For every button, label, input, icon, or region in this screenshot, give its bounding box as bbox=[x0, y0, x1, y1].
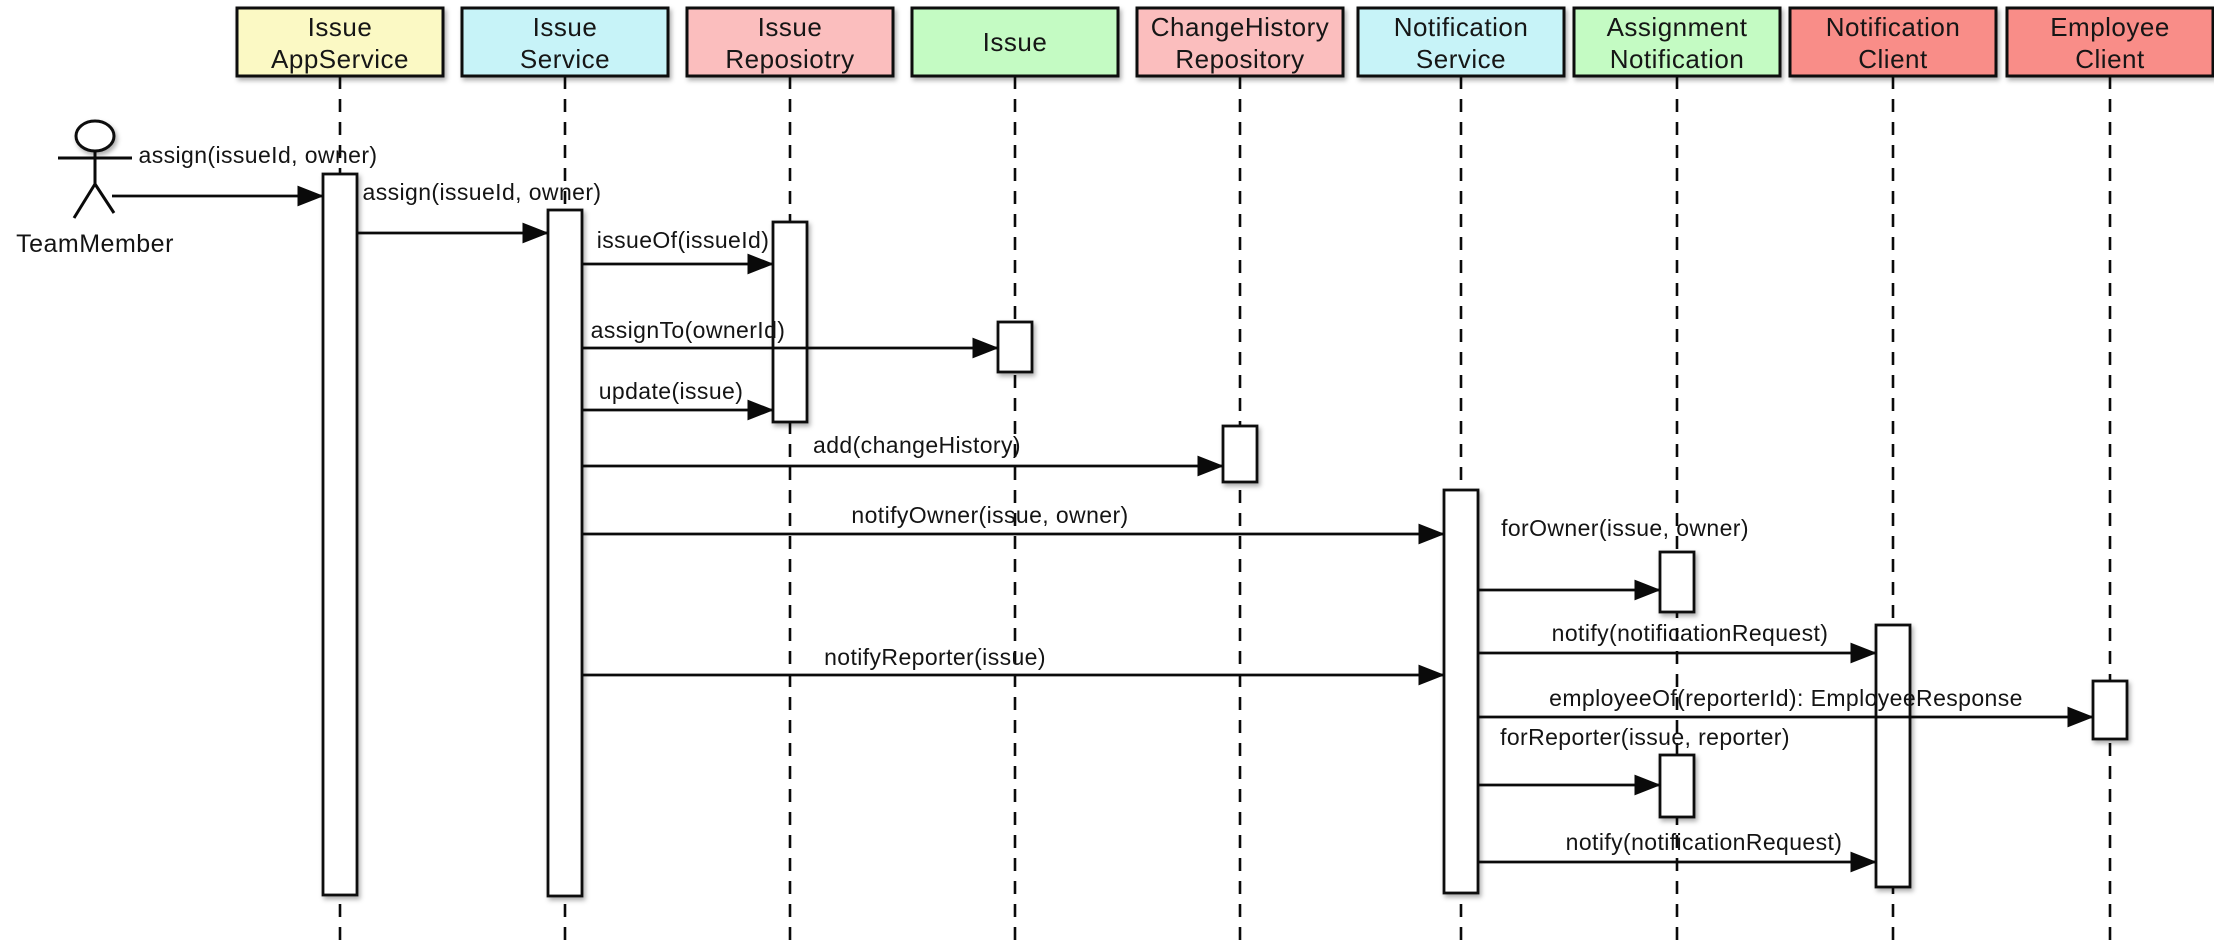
activation-bar-issue-app-service bbox=[321, 172, 359, 897]
message-8: forOwner(issue, owner) bbox=[1478, 515, 1749, 601]
message-label: assign(issueId, owner) bbox=[139, 142, 378, 168]
message-5: update(issue) bbox=[582, 378, 774, 421]
participant-box bbox=[1135, 6, 1345, 78]
activation-bar-notification-service bbox=[1442, 488, 1480, 895]
participant-label-line: ChangeHistory bbox=[1151, 12, 1329, 42]
participant-label-line: Repository bbox=[1175, 44, 1304, 74]
participant-box bbox=[910, 6, 1120, 78]
actor-label: TeamMember bbox=[16, 230, 174, 258]
participant-label-line: Notification bbox=[1610, 44, 1745, 74]
activation-bar-issue-repository bbox=[771, 220, 809, 424]
message-7: notifyOwner(issue, owner) bbox=[582, 502, 1445, 545]
message-label: add(changeHistory) bbox=[813, 432, 1021, 458]
participant-box bbox=[1788, 6, 1998, 78]
participant-box bbox=[235, 6, 445, 78]
actor-head bbox=[74, 119, 116, 153]
actor-team-member: TeamMember bbox=[16, 119, 174, 258]
activation-bar-change-history-repository bbox=[1221, 424, 1259, 484]
activation-bar-employee-client bbox=[2091, 679, 2129, 741]
actor-leg-right bbox=[93, 183, 116, 214]
message-label: notifyReporter(issue) bbox=[824, 644, 1046, 670]
participant-issue: Issue bbox=[910, 6, 1120, 78]
actor-leg-left bbox=[72, 183, 97, 219]
participant-label-line: Service bbox=[1416, 44, 1506, 74]
participant-label-line: Reposiotry bbox=[725, 44, 854, 74]
participant-box bbox=[1356, 6, 1566, 78]
activation-bar-assignment-notification bbox=[1658, 550, 1696, 614]
message-label: assign(issueId, owner) bbox=[363, 179, 602, 205]
message-label: notify(notificationRequest) bbox=[1552, 620, 1829, 646]
message-13: notify(notificationRequest) bbox=[1478, 829, 1877, 873]
message-11: employeeOf(reporterId): EmployeeResponse bbox=[1478, 685, 2094, 728]
activation-bar-issue-service bbox=[546, 208, 584, 898]
message-6: add(changeHistory) bbox=[582, 432, 1224, 477]
participant-label-line: Issue bbox=[533, 12, 598, 42]
activation-bar-notification-client bbox=[1874, 623, 1912, 889]
message-label: notifyOwner(issue, owner) bbox=[851, 502, 1128, 528]
participant-box bbox=[2005, 6, 2214, 78]
message-9: notify(notificationRequest) bbox=[1478, 620, 1877, 664]
participant-label-line: Notification bbox=[1394, 12, 1529, 42]
message-label: update(issue) bbox=[599, 378, 744, 404]
message-10: notifyReporter(issue) bbox=[582, 644, 1445, 686]
message-3: issueOf(issueId) bbox=[582, 227, 774, 275]
participant-label-line: Client bbox=[2075, 44, 2145, 74]
message-label: assignTo(ownerId) bbox=[591, 317, 786, 343]
message-label: issueOf(issueId) bbox=[597, 227, 770, 253]
participant-label-line: Employee bbox=[2050, 12, 2170, 42]
activation-bar-assignment-notification bbox=[1658, 753, 1696, 819]
participant-label: Issue bbox=[983, 27, 1048, 57]
message-label: notify(notificationRequest) bbox=[1566, 829, 1843, 855]
message-label: employeeOf(reporterId): EmployeeResponse bbox=[1549, 685, 2023, 711]
message-1: assign(issueId, owner) bbox=[112, 142, 378, 207]
participant-label-line: Client bbox=[1858, 44, 1928, 74]
message-2: assign(issueId, owner) bbox=[357, 179, 602, 244]
participant-label-line: Issue bbox=[758, 12, 823, 42]
participant-label-line: Assignment bbox=[1607, 12, 1748, 42]
message-12: forReporter(issue, reporter) bbox=[1478, 724, 1790, 796]
participant-label-line: Notification bbox=[1826, 12, 1961, 42]
message-4: assignTo(ownerId) bbox=[582, 317, 999, 359]
participant-box bbox=[685, 6, 895, 78]
participant-label-line: AppService bbox=[271, 44, 409, 74]
participant-label-line: Issue bbox=[308, 12, 373, 42]
message-label: forOwner(issue, owner) bbox=[1501, 515, 1749, 541]
participant-box bbox=[1572, 6, 1782, 78]
participant-label-line: Issue bbox=[983, 27, 1048, 57]
participant-label-line: Service bbox=[520, 44, 610, 74]
participant-box bbox=[460, 6, 670, 78]
activation-bar-issue bbox=[996, 320, 1034, 374]
message-label: forReporter(issue, reporter) bbox=[1500, 724, 1790, 750]
